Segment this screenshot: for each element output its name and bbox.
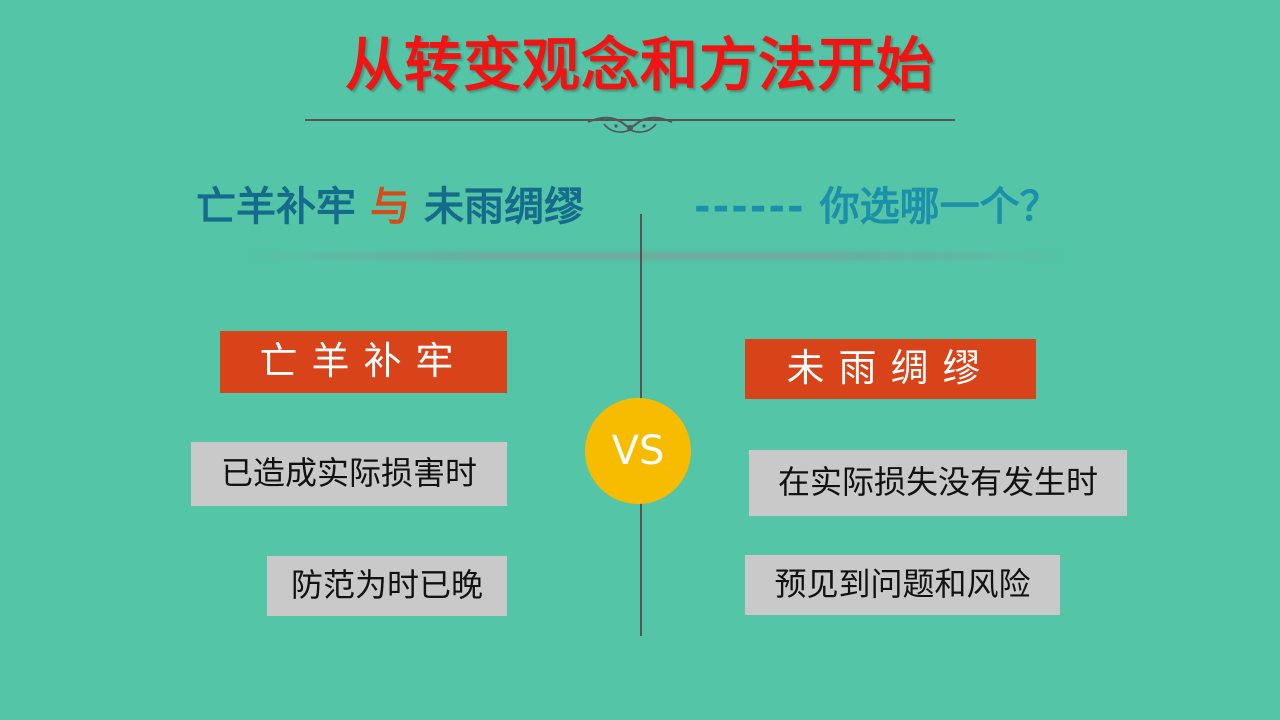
right-item-2: 预见到问题和风险: [745, 555, 1060, 615]
subtitle-right-term: 未雨绸缪: [424, 184, 584, 230]
subtitle-question: 你选哪一个？: [819, 184, 1060, 230]
flourish-ornament-icon: [587, 116, 673, 133]
subtitle-question-group: ------ 你选哪一个？: [694, 174, 1060, 230]
subtitle-comparison: 亡羊补牢与未雨绸缪: [196, 174, 584, 230]
title-underline: [305, 119, 955, 121]
right-tag: 未雨绸缪: [745, 339, 1036, 399]
left-tag: 亡羊补牢: [220, 331, 507, 393]
separator-band: [230, 252, 1080, 260]
slide-title: 从转变观念和方法开始: [344, 31, 935, 99]
subtitle-dashes: ------: [694, 184, 806, 230]
left-item-2: 防范为时已晚: [267, 556, 507, 616]
subtitle-connector: 与: [370, 184, 410, 230]
left-item-1: 已造成实际损害时: [191, 442, 507, 506]
subtitle-left-term: 亡羊补牢: [196, 184, 356, 230]
vs-badge: VS: [585, 398, 691, 504]
right-item-1: 在实际损失没有发生时: [749, 450, 1127, 516]
